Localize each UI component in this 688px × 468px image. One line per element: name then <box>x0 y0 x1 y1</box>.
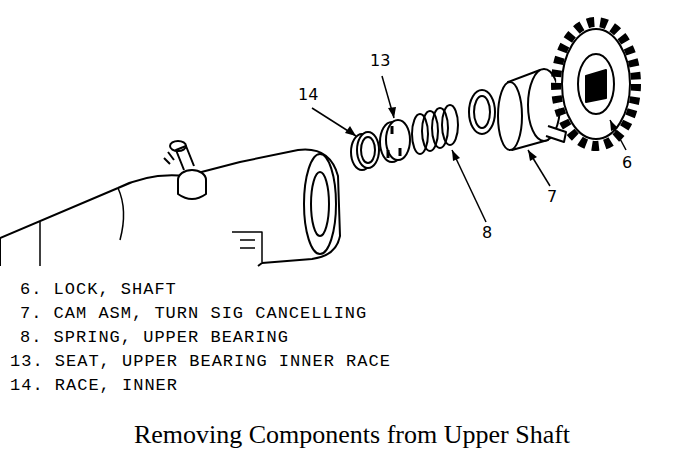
figure-caption: Removing Components from Upper Shaft <box>134 420 570 450</box>
parts-list-entry: 13. SEAT, UPPER BEARING INNER RACE <box>10 352 391 372</box>
callout-number: 6 <box>622 154 632 172</box>
parts-list-entry: 14. RACE, INNER <box>10 376 178 396</box>
callout-number: 7 <box>547 188 557 206</box>
parts-list-entry: 7. CAM ASM, TURN SIG CANCELLING <box>20 304 367 324</box>
callout-number: 13 <box>370 52 390 70</box>
callout-number: 8 <box>482 224 492 242</box>
callout-number: 14 <box>298 86 318 104</box>
parts-list-entry: 8. SPRING, UPPER BEARING <box>20 328 289 348</box>
parts-list-entry: 6. LOCK, SHAFT <box>20 280 177 300</box>
